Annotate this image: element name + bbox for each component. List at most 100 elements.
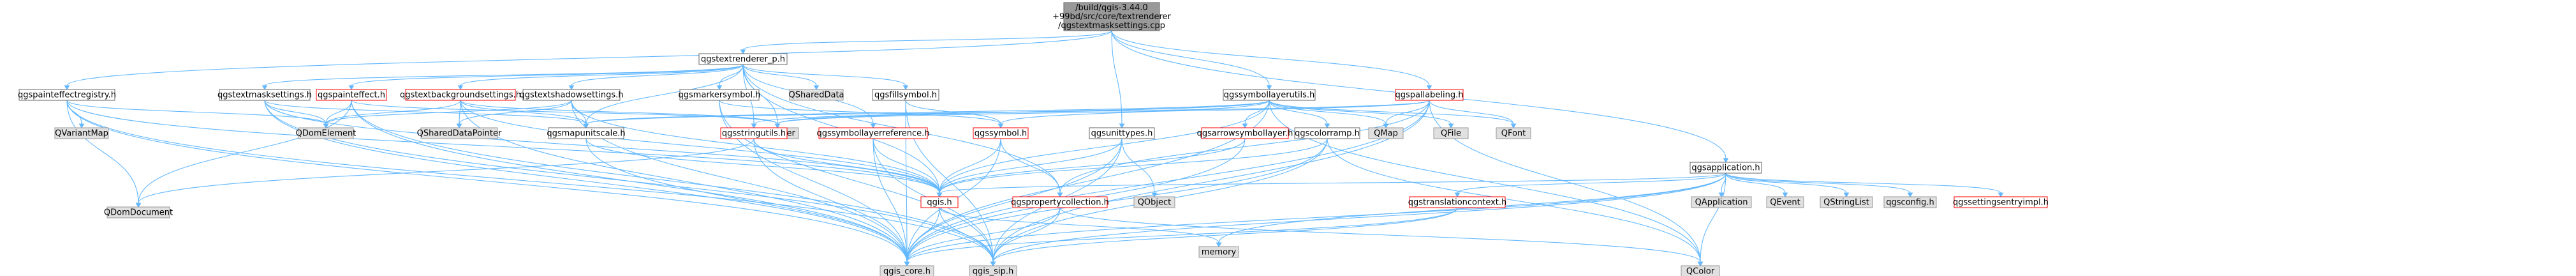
node-qshareddatapointer[interactable]: QSharedDataPointer [417, 127, 502, 139]
node-box [522, 89, 621, 101]
node-qfile[interactable]: QFile [1433, 127, 1469, 139]
node-label: qgspainteffectregistry.h [18, 91, 116, 100]
node-qgstextrenderer_p[interactable]: qgstextrenderer_p.h [698, 53, 788, 65]
node-label: QEvent [1770, 198, 1800, 208]
node-qdomdocument[interactable]: QDomDocument [104, 206, 173, 218]
node-qgsapplication[interactable]: qgsapplication.h [1689, 162, 1762, 174]
node-box [1409, 196, 1506, 208]
node-box [698, 53, 788, 65]
node-qstringlist[interactable]: QStringList [1820, 196, 1873, 208]
dependency-edge-qgstextshadowsettings-to-qdomelement [323, 100, 572, 128]
node-box [1689, 162, 1762, 174]
node-label: qgstextrenderer_p.h [701, 55, 785, 65]
node-qevent[interactable]: QEvent [1766, 196, 1804, 208]
node-label: memory [1202, 248, 1237, 257]
dependency-edge-qgspallabeling-to-qcolor [1429, 100, 1704, 266]
node-qvariantmap[interactable]: QVariantMap [54, 127, 109, 139]
node-label: QSharedDataPointer [417, 129, 502, 139]
dependency-edge-qgspallabeling-to-qfont [1429, 100, 1517, 128]
node-qgspallabeling[interactable]: qgspallabeling.h [1395, 89, 1464, 101]
dependency-edge-qgspallabeling-to-qpainter [774, 100, 1430, 128]
node-qgsconfig[interactable]: qgsconfig.h [1883, 196, 1937, 208]
node-qgsarrowsymbollayer[interactable]: qgsarrowsymbollayer.h [1197, 127, 1293, 139]
node-qgis_core[interactable]: qgis_core.h [880, 265, 934, 276]
node-qgstextshadowsettings[interactable]: qgstextshadowsettings.h [520, 89, 624, 101]
node-box [1766, 196, 1804, 208]
node-box [298, 127, 354, 139]
node-label: QFile [1441, 129, 1461, 139]
node-qshareddata[interactable]: QSharedData [788, 89, 844, 101]
node-qgspropertycollection[interactable]: qgspropertycollection.h [1011, 196, 1109, 208]
dependency-edge-qgstextrenderer_p-to-qgspainteffect [348, 64, 744, 90]
node-qgssymbollayerutils[interactable]: qgssymbollayerutils.h [1223, 89, 1316, 101]
node-qgstextmasksettings[interactable]: qgstextmasksettings.h [217, 89, 312, 101]
dependency-edge-root-to-qgspallabeling [1111, 30, 1432, 90]
node-box [720, 127, 788, 139]
node-qgscolorramp[interactable]: qgscolorramp.h [1294, 127, 1360, 139]
node-box [1198, 246, 1239, 258]
node-label: qgssymbollayerutils.h [1224, 91, 1315, 100]
node-box [1201, 127, 1289, 139]
node-box [789, 89, 844, 101]
node-box [1223, 89, 1316, 101]
node-memory[interactable]: memory [1198, 246, 1239, 258]
dependency-edge-qgsapplication-to-qgsconfig [1725, 172, 1913, 197]
node-qgsstringutils[interactable]: qgsstringutils.h [720, 127, 788, 139]
node-qapplication[interactable]: QApplication [1691, 196, 1752, 208]
node-qfont[interactable]: QFont [1496, 127, 1531, 139]
node-qgis_h[interactable]: qgis.h [920, 196, 959, 208]
node-qobject[interactable]: QObject [1133, 196, 1175, 208]
dependency-edge-qgstextmasksettings-to-qgsmapunitscale [264, 100, 589, 128]
node-box [54, 127, 109, 139]
node-box [1294, 127, 1360, 139]
node-qgstextbackgroundsettings[interactable]: qgstextbackgroundsettings.h [400, 89, 521, 101]
node-qgspainteffectregistry[interactable]: qgspainteffectregistry.h [18, 89, 116, 101]
node-qgssymbollayerreference[interactable]: qgssymbollayerreference.h [816, 127, 930, 139]
node-label: qgsmarkersymbol.h [679, 91, 761, 100]
dependency-edge-qgsmapunitscale-to-qgis_core [585, 138, 910, 266]
node-qgssymbol[interactable]: qgssymbol.h [973, 127, 1029, 139]
node-qgsunittypes[interactable]: qgsunittypes.h [1089, 127, 1155, 139]
dependency-edge-qgsunittypes-to-qobject [1121, 138, 1158, 197]
node-box [1883, 196, 1937, 208]
node-box [1433, 127, 1469, 139]
node-box [1395, 89, 1464, 101]
dependency-edge-qgspallabeling-to-qgsmapunitscale [583, 100, 1430, 128]
dependency-edge-qgstextrenderer_p-to-qgstextmasksettings [261, 64, 744, 90]
node-box [818, 127, 928, 139]
node-label: qgsapplication.h [1691, 164, 1760, 173]
dependency-edge-qgssymbollayerutils-to-qgsstringutils [751, 100, 1270, 128]
node-box [872, 89, 939, 101]
node-qgsfillsymbol[interactable]: qgsfillsymbol.h [872, 89, 939, 101]
node-label: qgis_core.h [883, 267, 931, 276]
dependency-edge-qgsapplication-to-memory [1216, 172, 1726, 247]
node-label: QSharedData [788, 91, 844, 100]
node-label: qgis_sip.h [973, 267, 1013, 276]
dependency-edge-qgstextrenderer_p-to-qgsfillsymbol [742, 64, 909, 90]
node-box [548, 127, 624, 139]
node-box [920, 196, 959, 208]
node-box [1820, 196, 1873, 208]
node-qgis_sip[interactable]: qgis_sip.h [969, 265, 1017, 276]
node-box [1063, 2, 1160, 31]
node-qgstranslationcontext[interactable]: qgstranslationcontext.h [1408, 196, 1507, 208]
dependency-edge-qgsapplication-to-qevent [1725, 172, 1788, 197]
dependency-edge-qgstextrenderer_p-to-qgstextbackgroundsettings [457, 64, 744, 90]
node-label: QColor [1686, 267, 1715, 276]
node-qgssettingsentryimpl[interactable]: qgssettingsentryimpl.h [1953, 196, 2049, 208]
node-label: qgstextmasksettings.h [217, 91, 312, 100]
edges-layer [64, 30, 2004, 266]
node-qgsmapunitscale[interactable]: qgsmapunitscale.h [547, 127, 626, 139]
dependency-edge-qgspainteffect-to-qpainter [351, 100, 781, 128]
node-box [969, 265, 1017, 276]
node-root[interactable]: /build/qgis-3.44.0+99bd/src/core/textren… [1052, 2, 1172, 31]
node-qgsmarkersymbol[interactable]: qgsmarkersymbol.h [679, 89, 761, 101]
node-label: QMap [1374, 129, 1398, 139]
dependency-edge-qgscolorramp-to-qgis_core [904, 138, 1328, 266]
node-qcolor[interactable]: QColor [1681, 265, 1720, 276]
node-qmap[interactable]: QMap [1368, 127, 1404, 139]
node-qdomelement[interactable]: QDomElement [296, 127, 357, 139]
dependency-edge-qgssymbol-to-qgspropertycollection [1000, 138, 1063, 197]
node-box [1496, 127, 1531, 139]
node-qgspainteffect[interactable]: qgspainteffect.h [316, 89, 387, 101]
